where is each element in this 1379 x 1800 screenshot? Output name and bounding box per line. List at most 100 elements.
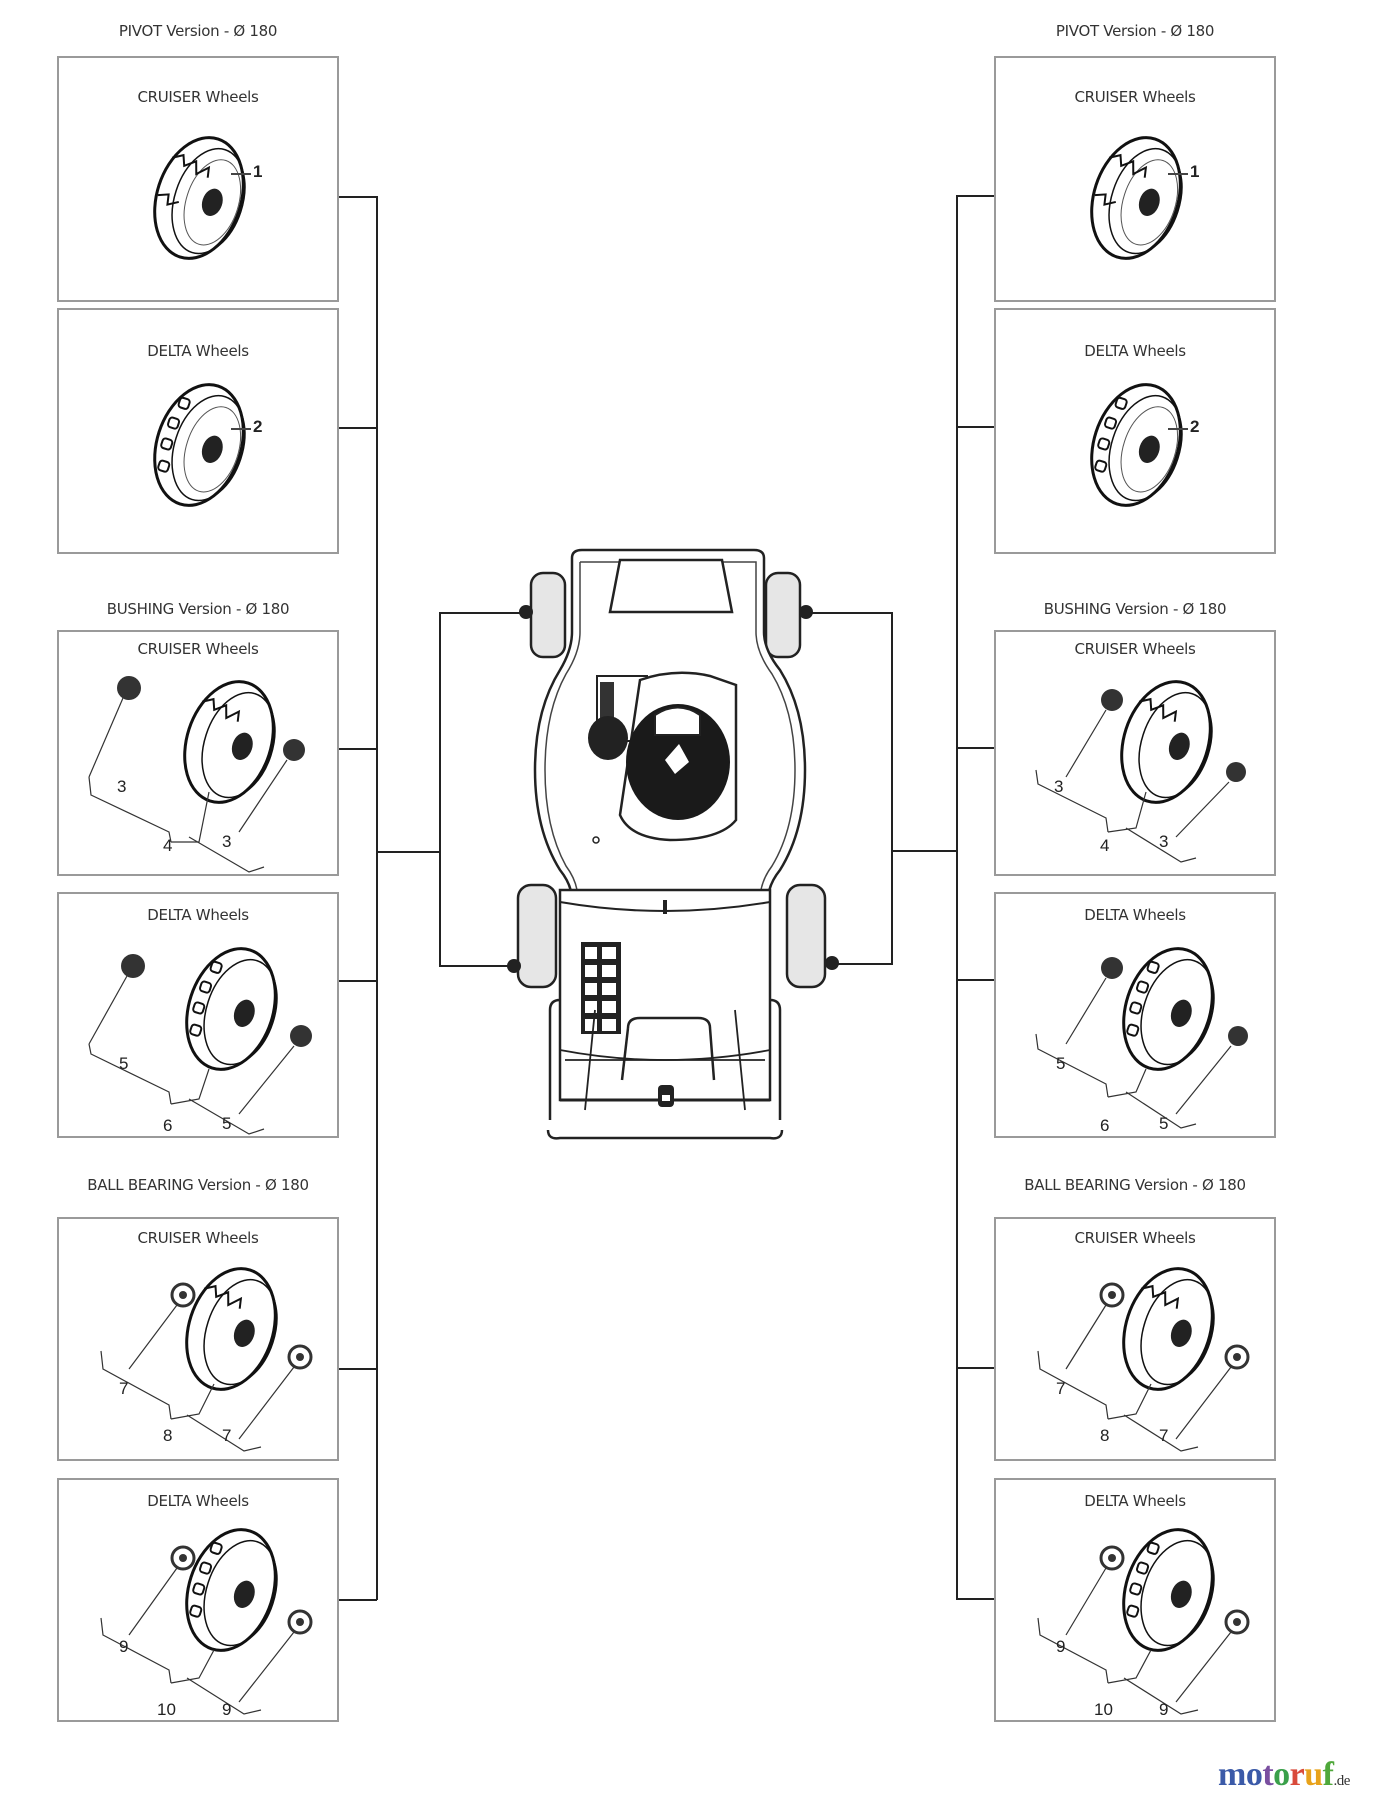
panel-title: CRUISER Wheels [1074, 88, 1196, 106]
callout-6: 6 [1100, 1116, 1110, 1135]
panel-bearing-cruiser-left[interactable]: CRUISER Wheels 7 8 7 [57, 1217, 339, 1461]
to-rear-right-wheel [832, 963, 892, 965]
right-main-connector [956, 196, 958, 1600]
tick [339, 980, 377, 982]
callout-3a: 3 [1054, 777, 1064, 796]
tick [339, 1599, 377, 1601]
callout-9b: 9 [222, 1700, 232, 1719]
panel-bearing-delta-right[interactable]: DELTA Wheels 9 10 9 [994, 1478, 1276, 1722]
panel-bushing-delta-right[interactable]: DELTA Wheels 5 6 5 [994, 892, 1276, 1138]
section-title-ballbearing-left: BALL BEARING Version - Ø 180 [87, 1176, 309, 1194]
panel-title: DELTA Wheels [1084, 342, 1186, 360]
leader-line [231, 173, 251, 175]
callout-3b: 3 [1159, 832, 1169, 851]
callout-5a: 5 [1056, 1054, 1066, 1073]
rear-left-wheel [516, 883, 558, 989]
logo-letter: r [1289, 1756, 1305, 1793]
callout-4: 4 [1100, 836, 1110, 855]
cruiser-wheel-bushing-icon [1035, 680, 1246, 863]
section-title-bushing-right: BUSHING Version - Ø 180 [1043, 600, 1227, 618]
logo-letter: u [1304, 1756, 1323, 1793]
motoruf-watermark-logo: motoruf.de [1218, 1756, 1350, 1794]
section-title-ballbearing-right: BALL BEARING Version - Ø 180 [1024, 1176, 1246, 1194]
callout-8: 8 [163, 1426, 173, 1445]
callout-7b: 7 [222, 1426, 232, 1445]
callout-9a: 9 [1056, 1637, 1066, 1656]
tick [956, 747, 995, 749]
section-title-bushing-left: BUSHING Version - Ø 180 [106, 600, 290, 618]
section-title-pivot-left: PIVOT Version - Ø 180 [118, 22, 278, 40]
panel-title: CRUISER Wheels [1074, 1229, 1196, 1247]
callout-7a: 7 [1056, 1379, 1066, 1398]
panel-pivot-delta-left[interactable]: DELTA Wheels 2 [57, 308, 339, 554]
panel-bushing-cruiser-left[interactable]: CRUISER Wheels 3 4 3 [57, 630, 339, 876]
callout-5b: 5 [1159, 1114, 1169, 1133]
delta-wheel-bearing-icon [100, 1528, 313, 1715]
rear-right-wheel [785, 883, 827, 989]
panel-title: CRUISER Wheels [1074, 640, 1196, 658]
front-left-wheel [529, 571, 567, 659]
delta-wheel-bushing-icon [1035, 947, 1248, 1129]
junction [376, 851, 441, 853]
leader-line [1168, 428, 1188, 430]
callout-10: 10 [1094, 1700, 1113, 1719]
callout-1: 1 [1190, 162, 1200, 181]
left-main-connector [376, 196, 378, 1600]
callout-10: 10 [157, 1700, 176, 1719]
tick [956, 1598, 995, 1600]
callout-7a: 7 [119, 1379, 129, 1398]
cruiser-wheel-bearing-icon [100, 1267, 313, 1452]
callout-7b: 7 [1159, 1426, 1169, 1445]
leader-line [231, 428, 251, 430]
delta-wheel-icon [153, 383, 246, 507]
callout-3a: 3 [117, 777, 127, 796]
callout-2: 2 [253, 417, 263, 436]
panel-bearing-delta-left[interactable]: DELTA Wheels 9 10 9 [57, 1478, 339, 1722]
tick [339, 427, 377, 429]
panel-title: CRUISER Wheels [137, 640, 259, 658]
front-right-wheel [764, 571, 802, 659]
right-wheel-connector [891, 612, 893, 965]
delta-wheel-bearing-icon [1037, 1528, 1250, 1715]
to-front-left-wheel [439, 612, 527, 614]
panel-pivot-cruiser-right[interactable]: CRUISER Wheels 1 [994, 56, 1276, 302]
to-front-right-wheel [806, 612, 892, 614]
panel-pivot-cruiser-left[interactable]: CRUISER Wheels 1 [57, 56, 339, 302]
callout-2: 2 [1190, 417, 1200, 436]
callout-6: 6 [163, 1116, 173, 1135]
cruiser-wheel-icon [153, 136, 246, 260]
logo-letter: o [1273, 1756, 1290, 1793]
panel-title: DELTA Wheels [147, 906, 249, 924]
logo-letter: o [1245, 1756, 1263, 1793]
tick [956, 979, 995, 981]
callout-8: 8 [1100, 1426, 1110, 1445]
callout-9b: 9 [1159, 1700, 1169, 1719]
section-title-pivot-right: PIVOT Version - Ø 180 [1055, 22, 1215, 40]
to-rear-left-wheel [439, 965, 515, 967]
cruiser-wheel-bushing-icon [88, 676, 305, 873]
callout-4: 4 [163, 836, 173, 855]
logo-letter: m [1218, 1756, 1246, 1793]
panel-title: DELTA Wheels [1084, 906, 1186, 924]
left-wheel-connector [439, 612, 441, 967]
delta-wheel-icon [1090, 383, 1183, 507]
panel-bearing-cruiser-right[interactable]: CRUISER Wheels 7 8 7 [994, 1217, 1276, 1461]
tick [339, 748, 377, 750]
callout-5b: 5 [222, 1114, 232, 1133]
panel-title: CRUISER Wheels [137, 1229, 259, 1247]
callout-3b: 3 [222, 832, 232, 851]
mower-top-view-icon [507, 548, 839, 1140]
logo-letter: t [1262, 1756, 1274, 1793]
panel-bushing-delta-left[interactable]: DELTA Wheels 5 6 5 [57, 892, 339, 1138]
callout-5a: 5 [119, 1054, 129, 1073]
cruiser-wheel-icon [1090, 136, 1183, 260]
tick [956, 426, 995, 428]
tick [339, 196, 377, 198]
panel-title: DELTA Wheels [1084, 1492, 1186, 1510]
tick [339, 1368, 377, 1370]
callout-1: 1 [253, 162, 263, 181]
leader-line [1168, 173, 1188, 175]
panel-bushing-cruiser-right[interactable]: CRUISER Wheels 3 4 3 [994, 630, 1276, 876]
panel-pivot-delta-right[interactable]: DELTA Wheels 2 [994, 308, 1276, 554]
cruiser-wheel-bearing-icon [1037, 1267, 1250, 1452]
